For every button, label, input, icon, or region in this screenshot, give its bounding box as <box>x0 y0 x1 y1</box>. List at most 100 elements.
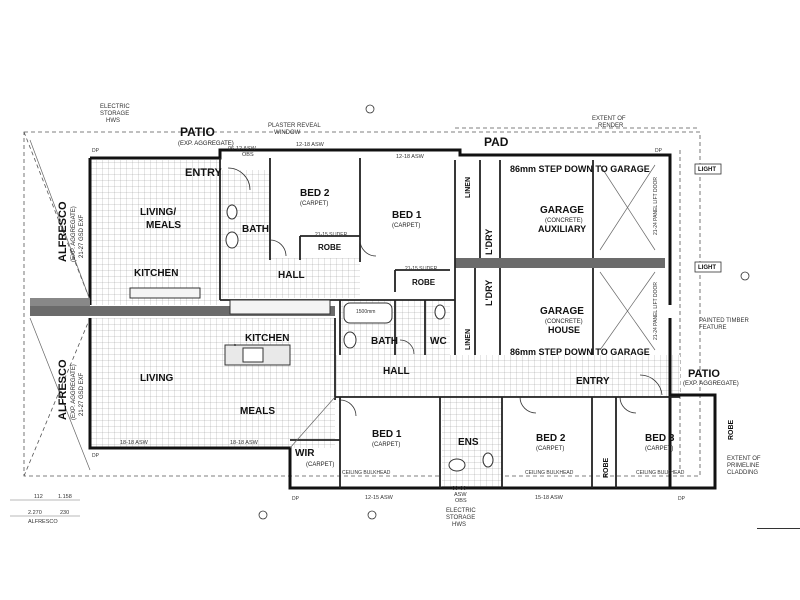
room-wir-sub: (CARPET) <box>306 462 334 468</box>
note-plaster-reveal-2: WINDOW <box>274 130 301 136</box>
room-bed1-bottom: BED 1 <box>372 429 402 440</box>
note-stackers-1: CEILING BULKHEAD <box>525 470 574 476</box>
note-electric-storage-bottom: ELECTRIC <box>446 508 476 514</box>
dim-left-3: 2.270 <box>28 510 42 516</box>
dim-left-2: 1.158 <box>58 494 72 500</box>
light-label-box-2 <box>694 261 722 273</box>
fixtures <box>129 204 494 472</box>
note-step-down-top: 86mm STEP DOWN TO GARAGE <box>510 164 650 174</box>
light-label-box-1 <box>694 163 722 175</box>
room-robe-bottom-2: ROBE <box>728 419 735 440</box>
room-living: LIVING <box>140 373 174 384</box>
finish-bed3-bottom: (CARPET) <box>645 446 673 452</box>
room-alfresco-top-sub: (EXP. AGGREGATE) <box>71 206 77 262</box>
dim-left-1: 112 <box>34 494 43 500</box>
dim-left-label: ALFRESCO <box>28 519 58 525</box>
note-asw-top-2: 12-18 ASW <box>296 142 325 148</box>
tag-garage-house: HOUSE <box>548 325 580 335</box>
toilet-bottom-icon <box>434 304 446 320</box>
room-bath-bottom: BATH <box>371 336 398 347</box>
note-ceiling-bulkhead: CEILING BULKHEAD <box>342 470 391 476</box>
room-wc: WC <box>430 336 447 347</box>
note-plaster-reveal: PLASTER REVEAL <box>268 123 321 129</box>
room-entry-top: ENTRY <box>185 167 223 179</box>
kitchen-bench-bottom-icon <box>229 299 331 315</box>
roof-outline-dashed <box>23 127 701 477</box>
living-bottom-tiles <box>90 318 335 448</box>
room-entry-bottom: ENTRY <box>576 376 610 387</box>
room-garage-aux: GARAGE <box>540 205 584 216</box>
room-living-meals: LIVING/ <box>140 207 176 218</box>
door-entry-top-icon <box>227 167 251 191</box>
note-slider-2: 21-15 SLIDER <box>405 266 438 272</box>
room-patio-top: PATIO <box>180 125 215 139</box>
room-bed1-top: BED 1 <box>392 210 422 221</box>
note-asw-bottom-4: 09-06 <box>452 486 466 492</box>
room-bed3-bottom: BED 3 <box>645 433 675 444</box>
note-asw-top-1: 06-12 ASW <box>228 146 257 152</box>
ens-tiles <box>442 397 502 487</box>
note-electric-storage-bottom-2: STORAGE <box>446 515 475 521</box>
finish-bed1-bottom: (CARPET) <box>372 442 400 448</box>
note-extent-primeline-2: PRIMELINE <box>727 463 759 469</box>
dp-marker-1: DP <box>92 148 100 154</box>
room-linen-bottom: LINEN <box>465 329 472 350</box>
central-divider <box>30 258 665 316</box>
dimension-strip: 112 1.158 2.270 230 ALFRESCO <box>10 494 80 525</box>
dp-marker-3: DP <box>92 453 100 459</box>
sink-icon <box>242 347 264 363</box>
room-ens: ENS <box>458 437 479 448</box>
room-patio-bottom-sub: (EXP. AGGREGATE) <box>683 381 739 387</box>
door-swings <box>227 167 663 417</box>
room-kitchen-bottom: KITCHEN <box>245 333 289 344</box>
room-hall-top: HALL <box>278 270 305 281</box>
room-robe-top-2: ROBE <box>412 278 436 287</box>
door-entry-bottom-icon <box>639 374 663 396</box>
room-alfresco-top: ALFRESCO <box>57 201 69 262</box>
tiled-floor-areas <box>90 160 680 487</box>
section-marker-right-icon <box>740 271 750 281</box>
note-obs-bottom: OBS <box>455 498 467 504</box>
internal-walls <box>219 158 680 488</box>
note-painted-timber: PAINTED TIMBER <box>699 318 749 324</box>
basin-top-icon <box>225 231 239 249</box>
room-bath-top: BATH <box>242 224 269 235</box>
room-meals: MEALS <box>240 406 275 417</box>
note-electric-storage-bottom-3: HWS <box>452 522 466 528</box>
note-electric-storage-top: ELECTRIC <box>100 104 130 110</box>
section-marker-bottom-left-icon <box>258 510 268 520</box>
note-stackers-2: CEILING BULKHEAD <box>636 470 685 476</box>
room-patio-bottom: PATIO <box>688 368 720 380</box>
room-bed2-bottom: BED 2 <box>536 433 566 444</box>
note-painted-timber-2: FEATURE <box>699 325 727 331</box>
note-asw-top-3: 12-18 ASW <box>396 154 425 160</box>
door-wc-icon <box>399 339 415 355</box>
dp-marker-2: DP <box>655 148 663 154</box>
room-alfresco-bottom-sub: (EXP. AGGREGATE) <box>71 364 77 420</box>
dp-marker-4: DP <box>292 496 300 502</box>
section-markers <box>258 104 750 520</box>
note-bath-dim: 1500mm <box>356 309 375 315</box>
note-light-1: LIGHT <box>698 167 716 173</box>
note-obs-top: OBS <box>242 152 254 158</box>
note-panel-lift-1: 21-24 PANEL LIFT DOOR <box>653 177 659 235</box>
room-alfresco-bottom-ffl: 21-27 GSD EXF <box>79 372 85 416</box>
downpipe-markers: DP DP DP DP DP <box>92 148 686 502</box>
hall-top-tiles <box>220 258 360 298</box>
note-asw-bottom-2: 18-18 ASW <box>230 440 259 446</box>
bathtub-icon <box>343 302 393 324</box>
note-electric-storage-top-3: HWS <box>106 118 120 124</box>
note-extent-render: EXTENT OF <box>592 116 626 122</box>
finish-bed1-top: (CARPET) <box>392 223 420 229</box>
room-robe-top-1: ROBE <box>318 243 342 252</box>
finish-garage-house: (CONCRETE) <box>545 319 583 325</box>
finish-garage-aux: (CONCRETE) <box>545 218 583 224</box>
section-marker-top-icon <box>365 104 375 114</box>
room-living-meals-2: MEALS <box>146 220 181 231</box>
room-pad: PAD <box>484 135 509 149</box>
room-bed2-top: BED 2 <box>300 188 330 199</box>
note-panel-lift-2: 21-24 PANEL LIFT DOOR <box>653 282 659 340</box>
hall-entry-bottom-tiles <box>335 355 680 397</box>
dp-marker-5: DP <box>678 496 686 502</box>
